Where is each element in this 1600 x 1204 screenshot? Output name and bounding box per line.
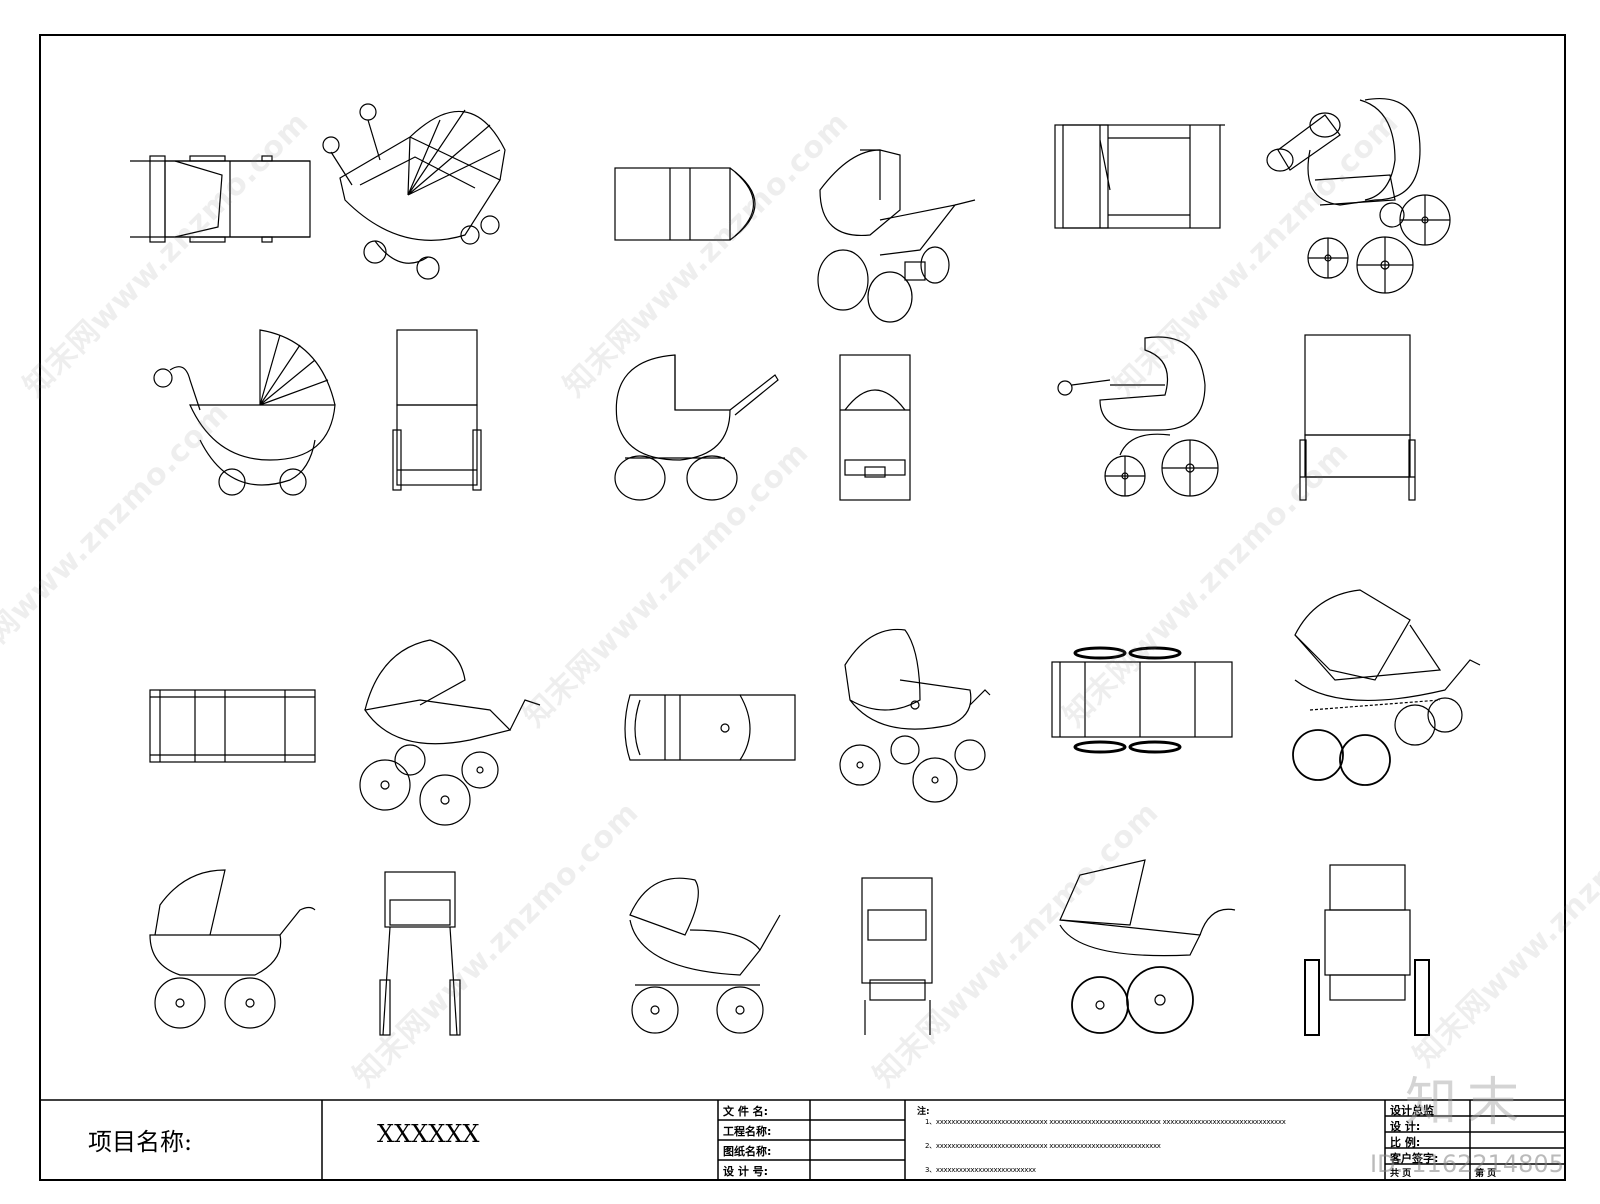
design-number-label: 设 计 号: [723,1165,769,1178]
designer-label: 设 计: [1390,1120,1421,1133]
pram-plan-8 [624,694,796,761]
stroller-plan-1 [130,155,311,243]
client-signature-label: 客户签字: [1390,1152,1439,1165]
note-line-1: 1、xxxxxxxxxxxxxxxxxxxxxxxxxxxxx xxxxxxxx… [925,1118,1286,1126]
note-line-3: 3、xxxxxxxxxxxxxxxxxxxxxxxxxx [925,1166,1036,1174]
pram-front-11 [861,877,933,1035]
stroller-side-6 [1057,336,1219,497]
pram-side-12 [1059,859,1236,1034]
pram-front-10 [379,871,461,1036]
pram-side-11 [629,877,781,1034]
pram-iso-9 [1292,589,1481,786]
stroller-plan-3 [1054,124,1225,229]
title-block-lines [40,1099,1565,1180]
stroller-front-6 [1299,334,1416,501]
stroller-front-4 [392,329,482,491]
page-number-label: 第 页 [1475,1169,1497,1179]
stroller-iso-1 [322,103,506,280]
scale-label: 比 例: [1390,1136,1421,1149]
watermark-logo: 知末 [1405,1073,1530,1133]
project-title-label: 工程名称: [723,1125,772,1138]
notes-label: 注: [917,1107,930,1117]
stroller-plan-2 [614,167,756,241]
pram-iso-7 [359,639,541,826]
stroller-side-5 [614,354,779,501]
pram-plan-7 [149,689,316,763]
design-director-label: 设计总监 [1390,1104,1434,1117]
drawing-name-label: 图纸名称: [723,1145,772,1158]
stroller-front-5 [839,354,911,501]
total-pages-label: 共 页 [1390,1169,1412,1179]
pram-side-10 [149,869,316,1029]
project-name-label: 项目名称: [88,1128,193,1156]
project-name-value: XXXXXX [377,1120,480,1148]
stroller-side-4 [153,329,336,496]
stroller-iso-2 [817,149,976,323]
pram-front-12 [1304,864,1430,1036]
file-name-label: 文 件 名: [723,1105,769,1118]
note-line-2: 2、xxxxxxxxxxxxxxxxxxxxxxxxxxxxx xxxxxxxx… [925,1142,1161,1150]
watermark-id: ID: 1162214805 [1370,1150,1564,1178]
sheet-border [39,34,1566,1181]
pram-plan-9 [1051,646,1233,754]
pram-iso-8 [839,628,991,803]
stroller-iso-3 [1266,98,1451,294]
